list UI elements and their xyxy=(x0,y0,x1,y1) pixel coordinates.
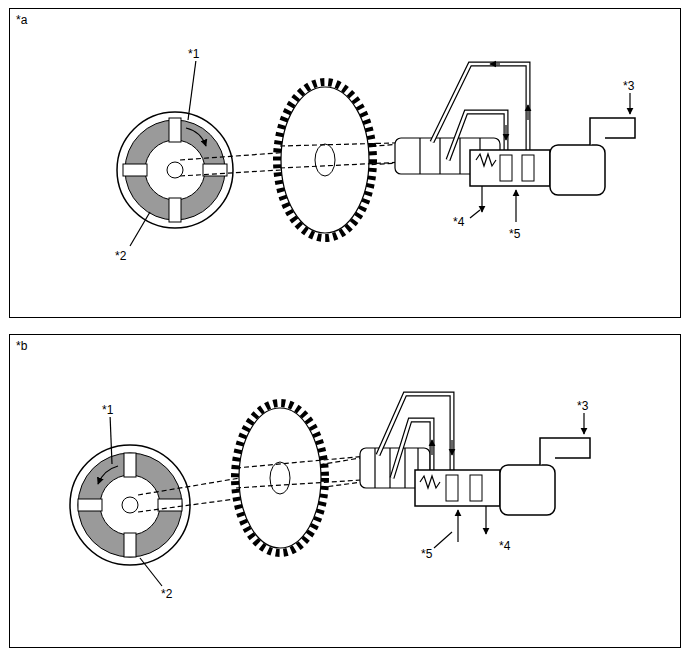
callout-number: *4 xyxy=(498,539,511,553)
leader-lines xyxy=(130,60,630,246)
callout-holder: *3 xyxy=(622,76,635,94)
callout-number: *5 xyxy=(420,547,433,561)
callout-number: *2 xyxy=(160,587,173,601)
callout-holder: *2 xyxy=(160,584,173,602)
oil-pipes xyxy=(378,394,452,478)
panel-letter: *a xyxy=(16,13,27,27)
callout-holder: *5 xyxy=(508,224,521,242)
callout-number: *5 xyxy=(508,227,521,241)
callout-number: *1 xyxy=(187,47,200,61)
callout-number: *4 xyxy=(452,215,465,229)
vvt-controller-housing xyxy=(117,112,233,228)
oil-pipes xyxy=(432,64,528,160)
callout-number: *3 xyxy=(576,399,589,413)
callout-holder: *1 xyxy=(187,44,200,62)
callout-holder: *1 xyxy=(101,400,114,418)
callout-number: *2 xyxy=(114,249,127,263)
oil-control-valve xyxy=(415,438,590,542)
callout-number: *3 xyxy=(622,79,635,93)
callout-number: *1 xyxy=(101,403,114,417)
callout-holder: *5 xyxy=(420,544,433,562)
panel-frame: *b xyxy=(9,334,681,648)
panel-letter: *b xyxy=(16,339,27,353)
callout-holder: *4 xyxy=(452,212,465,230)
panel-frame: *a xyxy=(9,8,681,318)
oil-control-valve xyxy=(470,118,635,222)
vvt-controller-housing xyxy=(70,445,190,565)
callout-holder: *3 xyxy=(576,396,589,414)
callout-holder: *2 xyxy=(114,246,127,264)
leader-lines xyxy=(110,412,584,586)
callout-holder: *4 xyxy=(498,536,511,554)
